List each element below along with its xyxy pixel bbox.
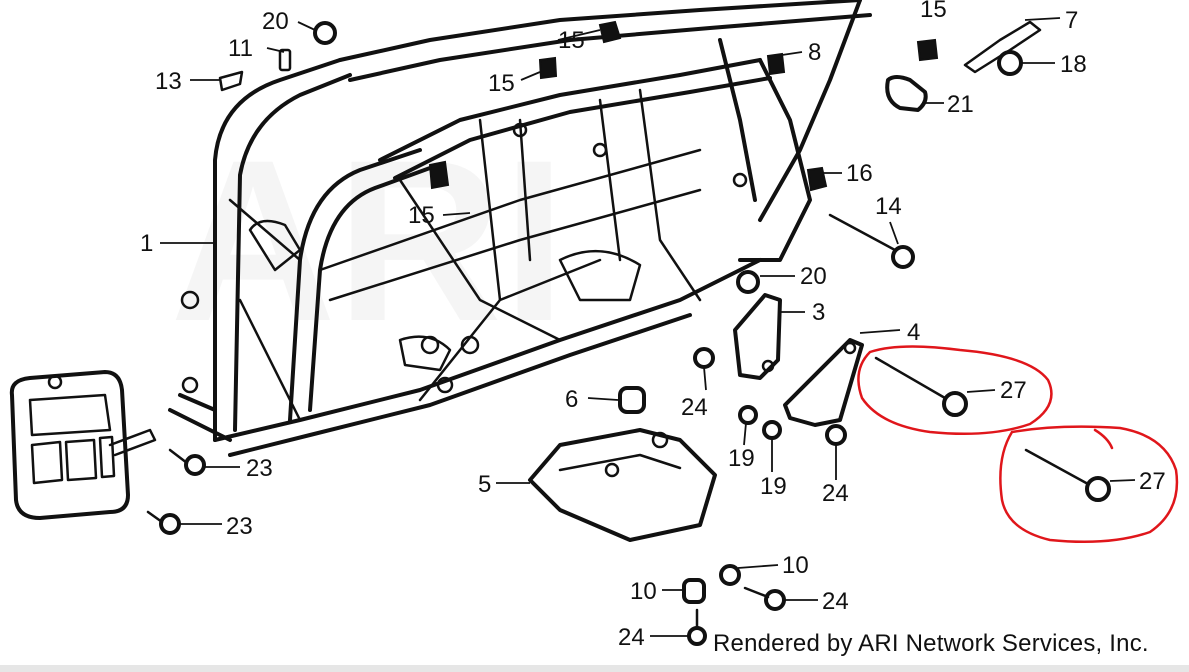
callout-24-d: 24 — [618, 624, 645, 651]
callout-27-a: 27 — [1000, 377, 1027, 404]
callout-24-c: 24 — [822, 588, 849, 615]
callout-3: 3 — [812, 299, 825, 326]
callout-numbers: 20 15 7 11 15 8 18 13 15 21 16 14 15 1 2… — [140, 0, 1166, 651]
frame-body — [168, 0, 872, 457]
highlight-circle-bolt-27-upper — [857, 345, 1053, 436]
render-credit-text: Rendered by ARI Network Services, Inc. — [713, 630, 1149, 657]
callout-4: 4 — [907, 319, 920, 346]
highlight-annotations — [857, 345, 1179, 544]
callout-15-upper: 15 — [558, 27, 585, 54]
callout-1: 1 — [140, 230, 153, 257]
callout-11: 11 — [228, 35, 253, 62]
front-bumper — [9, 370, 157, 520]
leader-lines — [160, 17, 1136, 637]
callout-23-a: 23 — [246, 455, 273, 482]
callout-15-low: 15 — [408, 202, 435, 229]
callout-15-top: 15 — [920, 0, 947, 23]
callout-18: 18 — [1060, 51, 1087, 78]
callout-14: 14 — [875, 193, 902, 220]
callout-6: 6 — [565, 386, 578, 413]
callout-7: 7 — [1065, 7, 1078, 34]
callout-24-b: 24 — [822, 480, 849, 507]
callout-15-mid: 15 — [488, 70, 515, 97]
callout-21: 21 — [947, 91, 974, 118]
callout-27-b: 27 — [1139, 468, 1166, 495]
callout-5: 5 — [478, 471, 491, 498]
callout-24-a: 24 — [681, 394, 708, 421]
callout-10-b: 10 — [782, 552, 809, 579]
callout-8: 8 — [808, 39, 821, 66]
callout-16: 16 — [846, 160, 873, 187]
callout-19-b: 19 — [760, 473, 787, 500]
bottom-edge-strip — [0, 665, 1189, 672]
callout-20-mid: 20 — [800, 263, 827, 290]
callout-13: 13 — [155, 68, 182, 95]
callout-23-b: 23 — [226, 513, 253, 540]
highlight-circle-bolt-27-lower — [999, 425, 1179, 544]
watermark-text: ARI — [170, 112, 566, 369]
callout-19-a: 19 — [728, 445, 755, 472]
callout-10-a: 10 — [630, 578, 657, 605]
callout-20-top: 20 — [262, 8, 289, 35]
